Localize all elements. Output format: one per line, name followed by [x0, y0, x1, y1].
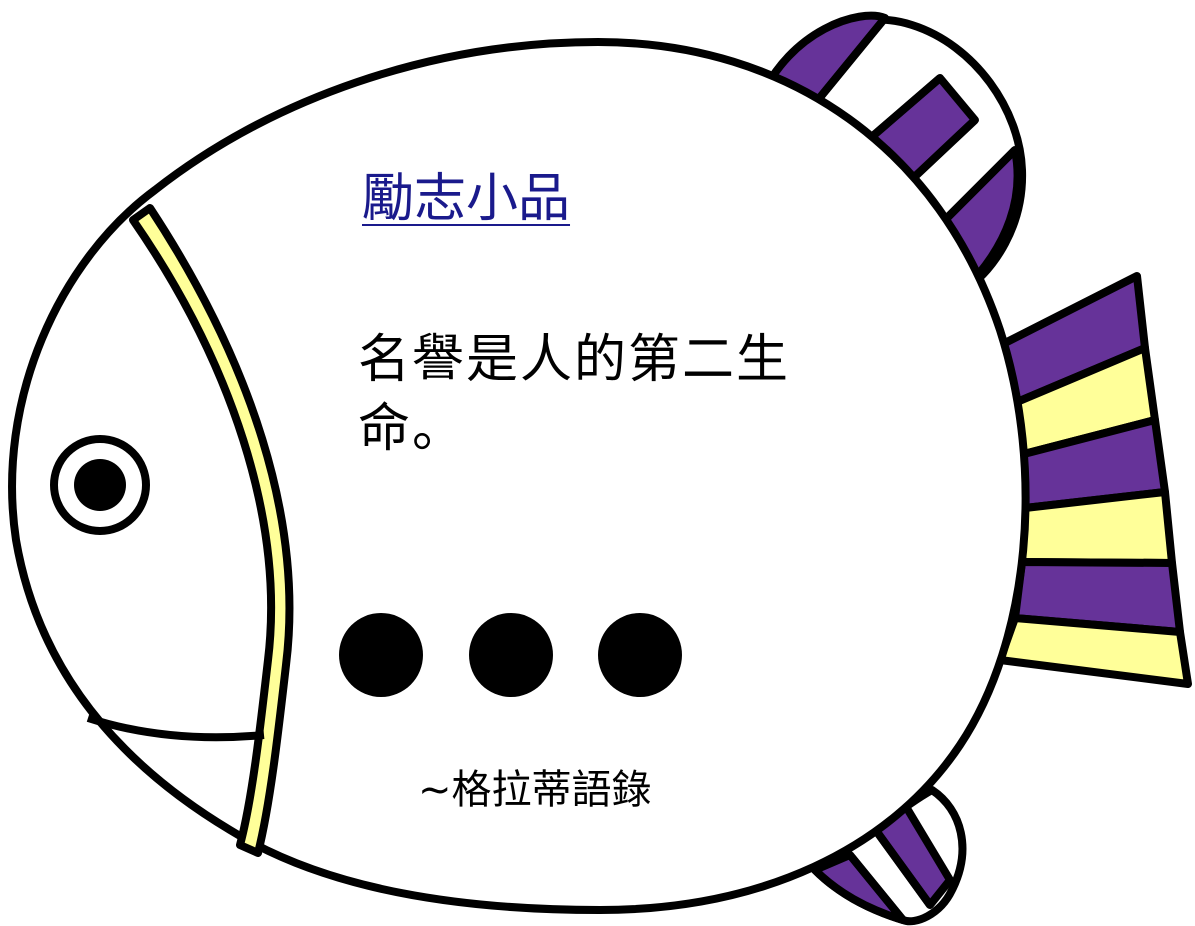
slide-title-link[interactable]: 勵志小品 [362, 169, 571, 229]
fish-eye-icon [50, 435, 150, 535]
tail-fin [991, 272, 1192, 688]
gill-stripe [129, 204, 294, 857]
dots-row [339, 613, 682, 697]
dot [469, 613, 553, 697]
fish-mouth-line [86, 714, 265, 742]
quote-attribution: ~格拉蒂語錄 [418, 767, 652, 813]
dot [598, 613, 682, 697]
dot [339, 613, 423, 697]
quote-text: 名譽是人的第二生命。 [358, 330, 791, 459]
